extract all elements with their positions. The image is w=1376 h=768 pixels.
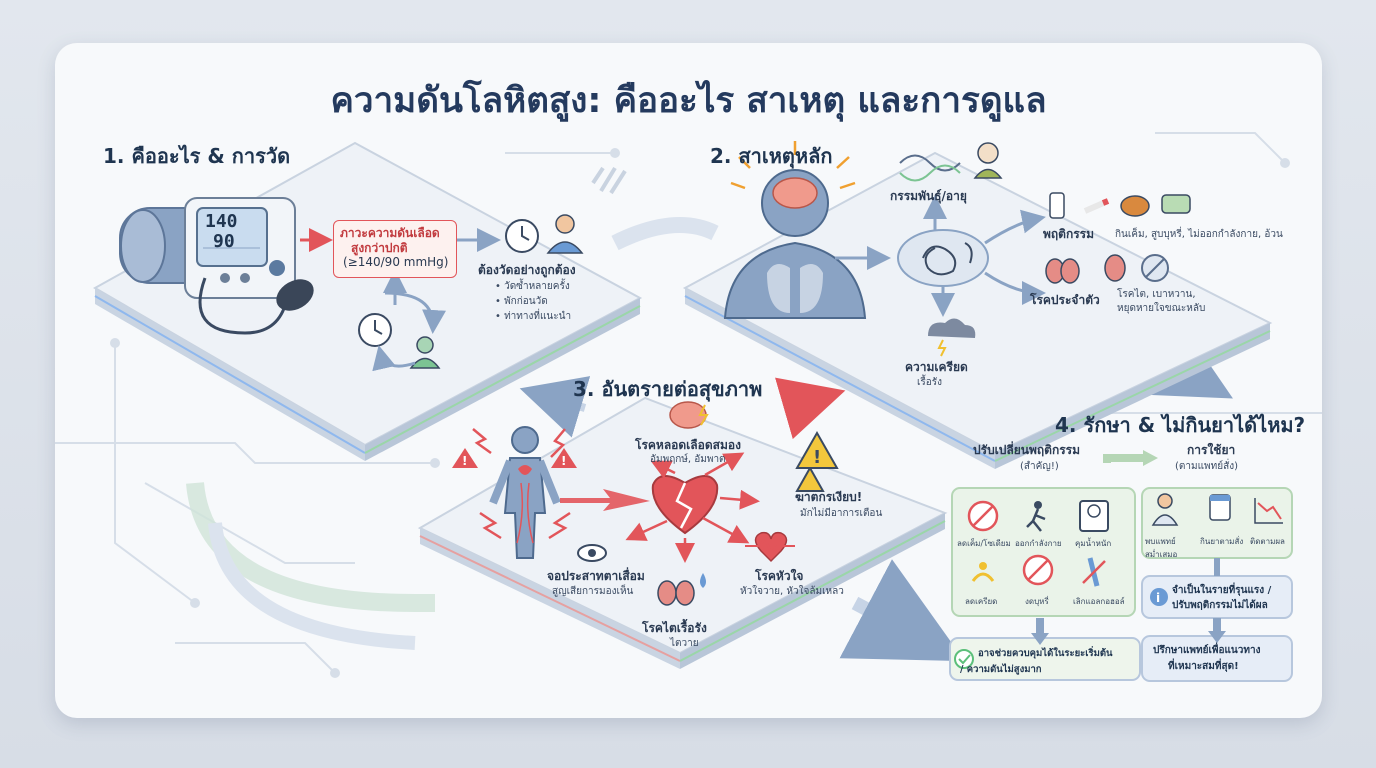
- section2-heading: 2. สาเหตุหลัก: [710, 144, 833, 168]
- svg-text:i: i: [1156, 591, 1160, 605]
- measure-tip-2: • พักก่อนวัด: [495, 296, 548, 307]
- svg-text:!: !: [813, 447, 821, 468]
- lifestyle-item-smoking: งดบุหรี่: [1025, 597, 1049, 606]
- silent-killer-sub: มักไม่มีอาการเตือน: [800, 508, 883, 519]
- med-item-take-meds: กินยาตามสั่ง: [1200, 537, 1244, 546]
- infographic-card: ! ! !: [55, 43, 1322, 718]
- behavior-label: พฤติกรรม: [1043, 227, 1095, 241]
- section4-panels: i: [949, 450, 1293, 682]
- page-title: ความดันโลหิตสูง: คืออะไร สาเหตุ และการดู…: [330, 81, 1047, 121]
- measure-tip-1: • วัดซ้ำหลายครั้ง: [495, 281, 570, 292]
- section1-heading: 1. คืออะไร & การวัด: [103, 144, 291, 168]
- stroke-label: โรคหลอดเลือดสมอง: [635, 438, 741, 452]
- lifestyle-sub: (สำคัญ!): [1020, 461, 1059, 472]
- svg-text:!: !: [561, 454, 566, 468]
- platform-1: [92, 141, 643, 461]
- advice-line-1: ปรึกษาแพทย์เพื่อแนวทาง: [1153, 645, 1261, 656]
- lifestyle-item-exercise: ออกกำลังกาย: [1015, 539, 1062, 548]
- lifestyle-item-stress: ลดเครียด: [965, 597, 998, 606]
- section4-heading: 4. รักษา & ไม่กินยาได้ไหม?: [1055, 413, 1306, 437]
- section1-icons: [300, 166, 627, 372]
- section3-illustration: ! ! !: [452, 401, 839, 606]
- med-item-doctor: พบแพทย์สม่ำเสมอ: [1145, 537, 1178, 559]
- monitor-reading-diastolic: 90: [213, 231, 235, 252]
- definition-box: [333, 220, 457, 278]
- disease-text-2: หยุดหายใจขณะหลับ: [1117, 303, 1206, 314]
- lifestyle-item-alcohol: เลิกแอลกอฮอล์: [1073, 597, 1125, 606]
- advice-line-2: ที่เหมาะสมที่สุด!: [1168, 661, 1239, 672]
- med-item-followup: ติดตามผล: [1250, 537, 1285, 546]
- kidney-sub: ไตวาย: [670, 638, 699, 649]
- heart-sub: หัวใจวาย, หัวใจล้มเหลว: [740, 586, 844, 597]
- section2-icons: [897, 142, 1191, 357]
- section3-heading: 3. อันตรายต่อสุขภาพ: [573, 377, 763, 401]
- measure-heading: ต้องวัดอย่างถูกต้อง: [478, 263, 576, 277]
- medication-sub: (ตามแพทย์สั่ง): [1175, 461, 1238, 472]
- disease-text-1: โรคไต, เบาหวาน,: [1117, 289, 1196, 300]
- svg-text:!: !: [462, 454, 467, 468]
- disease-label: โรคประจำตัว: [1030, 293, 1100, 307]
- kidney-label: โรคไตเรื้อรัง: [642, 621, 707, 635]
- background-graphics: ! ! !: [55, 132, 1322, 682]
- definition-line-2: สูงกว่าปกติ: [351, 241, 408, 255]
- behavior-text: กินเค็ม, สูบบุหรี่, ไม่ออกกำลังกาย, อ้วน: [1115, 229, 1283, 240]
- med-note-1: จำเป็นในรายที่รุนแรง /: [1172, 585, 1272, 596]
- measure-tip-3: • ท่าทางที่แนะนำ: [495, 311, 572, 322]
- definition-threshold: (≥140/90 mmHg): [343, 255, 449, 269]
- lifestyle-heading: ปรับเปลี่ยนพฤติกรรม: [973, 443, 1081, 457]
- lifestyle-item-weight: คุมน้ำหนัก: [1075, 539, 1112, 548]
- stress-sub: เรื้อรัง: [917, 377, 943, 388]
- lifestyle-item-salt: ลดเค็ม/โซเดียม: [957, 539, 1011, 548]
- definition-line-1: ภาวะความดันเลือด: [340, 226, 440, 240]
- med-note-2: ปรับพฤติกรรมไม่ได้ผล: [1172, 600, 1268, 611]
- genetics-label: กรรมพันธุ์/อายุ: [890, 189, 967, 203]
- human-torso-illustration: [723, 141, 891, 319]
- stress-label: ความเครียด: [905, 360, 968, 374]
- stroke-sub: อัมพฤกษ์, อัมพาต: [650, 454, 726, 465]
- lifestyle-result-1: อาจช่วยควบคุมได้ในระยะเริ่มต้น: [978, 648, 1113, 659]
- monitor-reading-systolic: 140: [205, 211, 238, 232]
- platform-2: [682, 151, 1273, 469]
- silent-killer-label: ฆาตกรเงียบ!: [795, 490, 863, 504]
- heart-label: โรคหัวใจ: [755, 569, 804, 583]
- eye-sub: สูญเสียการมองเห็น: [552, 586, 634, 597]
- eye-label: จอประสาทตาเสื่อม: [547, 569, 645, 583]
- lifestyle-result-2: / ความดันไม่สูงมาก: [960, 664, 1042, 675]
- medication-heading: การใช้ยา: [1187, 443, 1236, 457]
- circuit-nodes: [110, 148, 1290, 678]
